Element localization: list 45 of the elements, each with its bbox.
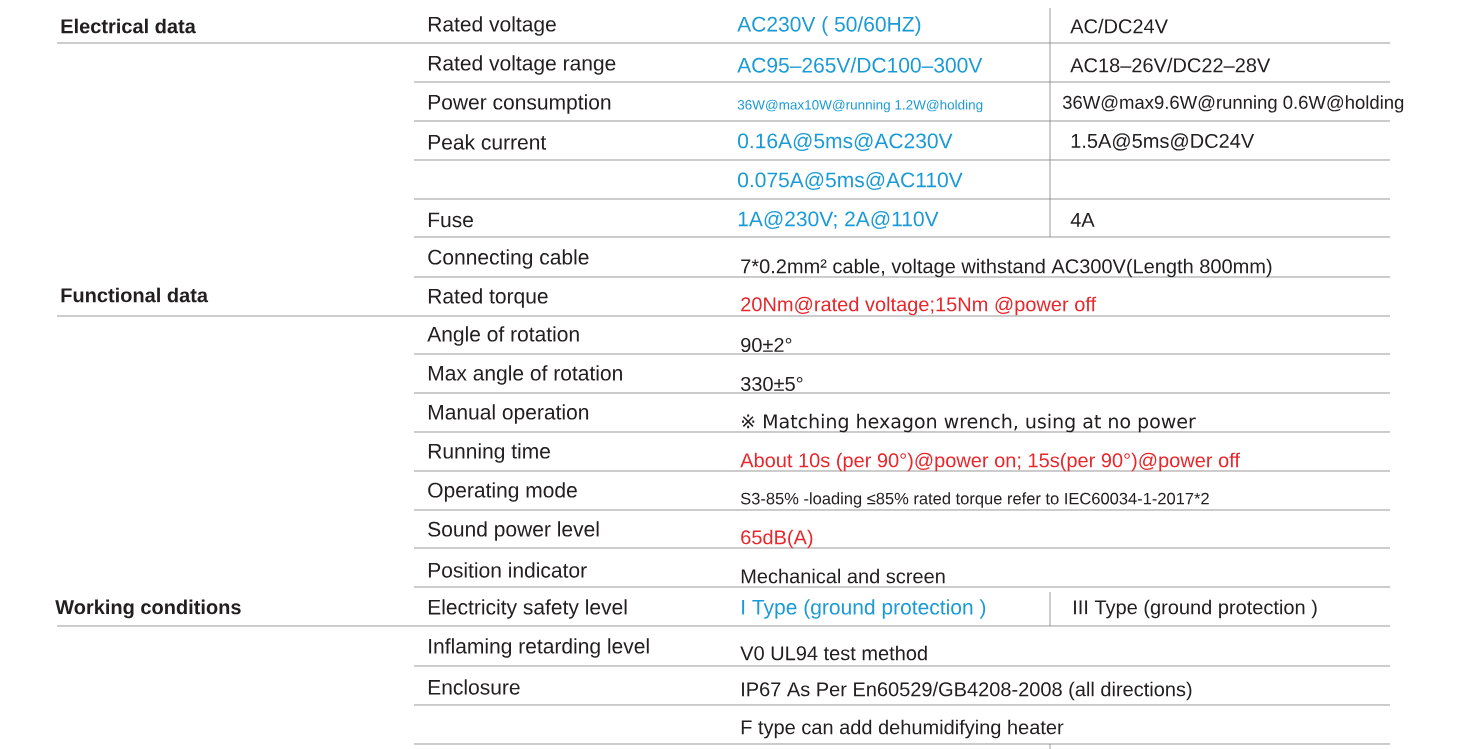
spec-value: 36W@max9.6W@running 0.6W@holding: [1062, 95, 1404, 113]
spec-value: I Type (ground protection ): [742, 599, 986, 619]
section-heading: Electrical data: [61, 18, 196, 34]
spec-value: 0.16A@5ms@AC230V: [738, 132, 953, 152]
row-label: Enclosure: [428, 679, 520, 695]
spec-value: 4A: [1070, 213, 1095, 227]
row-label: Rated voltage range: [428, 55, 616, 75]
spec-value: III Type (ground protection ): [1074, 599, 1317, 619]
spec-value: 1.5A@5ms@DC24V: [1071, 133, 1255, 151]
spec-value: 0.075A@5ms@AC110V: [738, 171, 963, 191]
spec-value: F type can add dehumidifying heater: [741, 719, 1064, 739]
row-label: Connecting cable: [428, 249, 589, 269]
spec-value: 1A@230V; 2A@110V: [738, 210, 939, 230]
spec-value: AC230V ( 50/60HZ): [737, 16, 921, 36]
row-label: Rated torque: [428, 288, 548, 308]
spec-value: S3-85% -loading ≤85% rated torque refer to IEC60034-1-2017*2: [740, 492, 1209, 508]
spec-value: 65dB(A): [741, 529, 813, 549]
row-label: Angle of rotation: [427, 326, 579, 346]
spec-value: AC18–26V/DC22–28V: [1070, 57, 1271, 73]
row-label: Manual operation: [428, 404, 589, 424]
row-label: Operating mode: [428, 482, 577, 502]
spec-value: V0 UL94 test method: [740, 645, 927, 661]
section-heading: Functional data: [61, 287, 209, 303]
row-label: Inflaming retarding level: [429, 638, 649, 658]
spec-value: IP67 As Per En60529/GB4208-2008 (all directions): [742, 681, 1192, 701]
row-label: Sound power level: [428, 521, 599, 541]
row-label: Power consumption: [428, 94, 611, 114]
spec-value: Mechanical and screen: [741, 568, 945, 584]
spec-value: 90±2°: [741, 337, 792, 353]
spec-value: AC/DC24V: [1070, 18, 1168, 34]
section-heading: Working conditions: [55, 599, 241, 619]
row-label: Fuse: [428, 212, 473, 228]
row-label: Rated voltage: [428, 16, 556, 36]
spec-value: AC95–265V/DC100–300V: [737, 57, 983, 73]
row-label: Position indicator: [428, 562, 587, 578]
spec-value: 7*0.2mm² cable, voltage withstand AC300V(Length 800mm): [741, 258, 1272, 278]
spec-value: 20Nm@rated voltage;15Nm @power off: [741, 296, 1097, 316]
row-label: Electricity safety level: [428, 599, 627, 619]
spec-value: ※ Matching hexagon wrench, using at no power: [742, 413, 1196, 433]
row-label: Max angle of rotation: [428, 365, 622, 385]
spec-value: 36W@max10W@running 1.2W@holding: [737, 99, 983, 113]
row-label: Peak current: [428, 134, 547, 150]
row-label: Running time: [428, 443, 550, 463]
spec-value: About 10s (per 90°)@power on; 15s(per 90°)@power off: [740, 452, 1240, 472]
spec-value: 330±5°: [741, 376, 803, 392]
